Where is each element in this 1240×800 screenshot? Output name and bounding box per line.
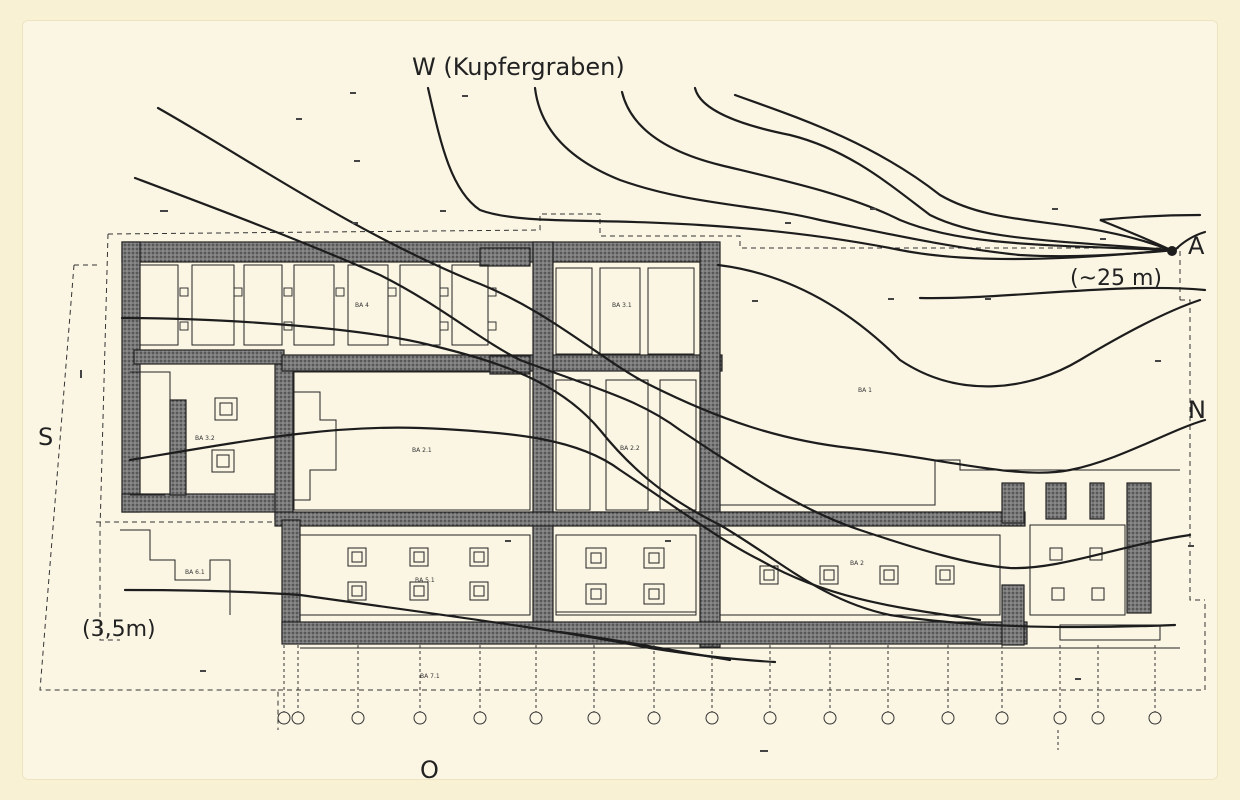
east-label: O [420,756,439,784]
grid-axis-markers [277,711,1162,725]
area-label-ba21: BA 2.1 [412,447,432,454]
area-label-ba51: BA 5.1 [415,577,435,584]
point-a-label: A [1188,232,1205,260]
area-label-ba4: BA 4 [355,302,369,309]
area-labels: BA 4 BA 3.1 BA 3.2 BA 2.1 BA 2.2 BA 1 BA… [185,302,872,680]
south-label: S [38,423,53,451]
paper-sheet [22,20,1218,780]
building-walls [121,241,1152,648]
west-label: W (Kupfergraben) [412,53,625,81]
dashed-boundaries [39,213,1206,730]
room-outlines [120,264,1180,649]
contour-lines [120,86,1207,664]
survey-marks [80,92,1194,752]
area-label-ba2: BA 2 [850,560,864,567]
area-label-ba1: BA 1 [858,387,872,394]
area-label-ba61: BA 6.1 [185,569,205,576]
point-a-marker [1167,246,1177,256]
dimension-left-label: (3,5m) [82,617,156,642]
area-label-ba71: BA 7.1 [420,673,440,680]
area-label-ba31: BA 3.1 [612,302,632,309]
area-label-ba22: BA 2.2 [620,445,640,452]
area-label-ba32: BA 3.2 [195,435,215,442]
north-label: N [1188,396,1206,424]
grid-axes [283,645,1156,750]
dimension-right-label: (~25 m) [1070,266,1162,291]
room-markers [179,287,497,331]
